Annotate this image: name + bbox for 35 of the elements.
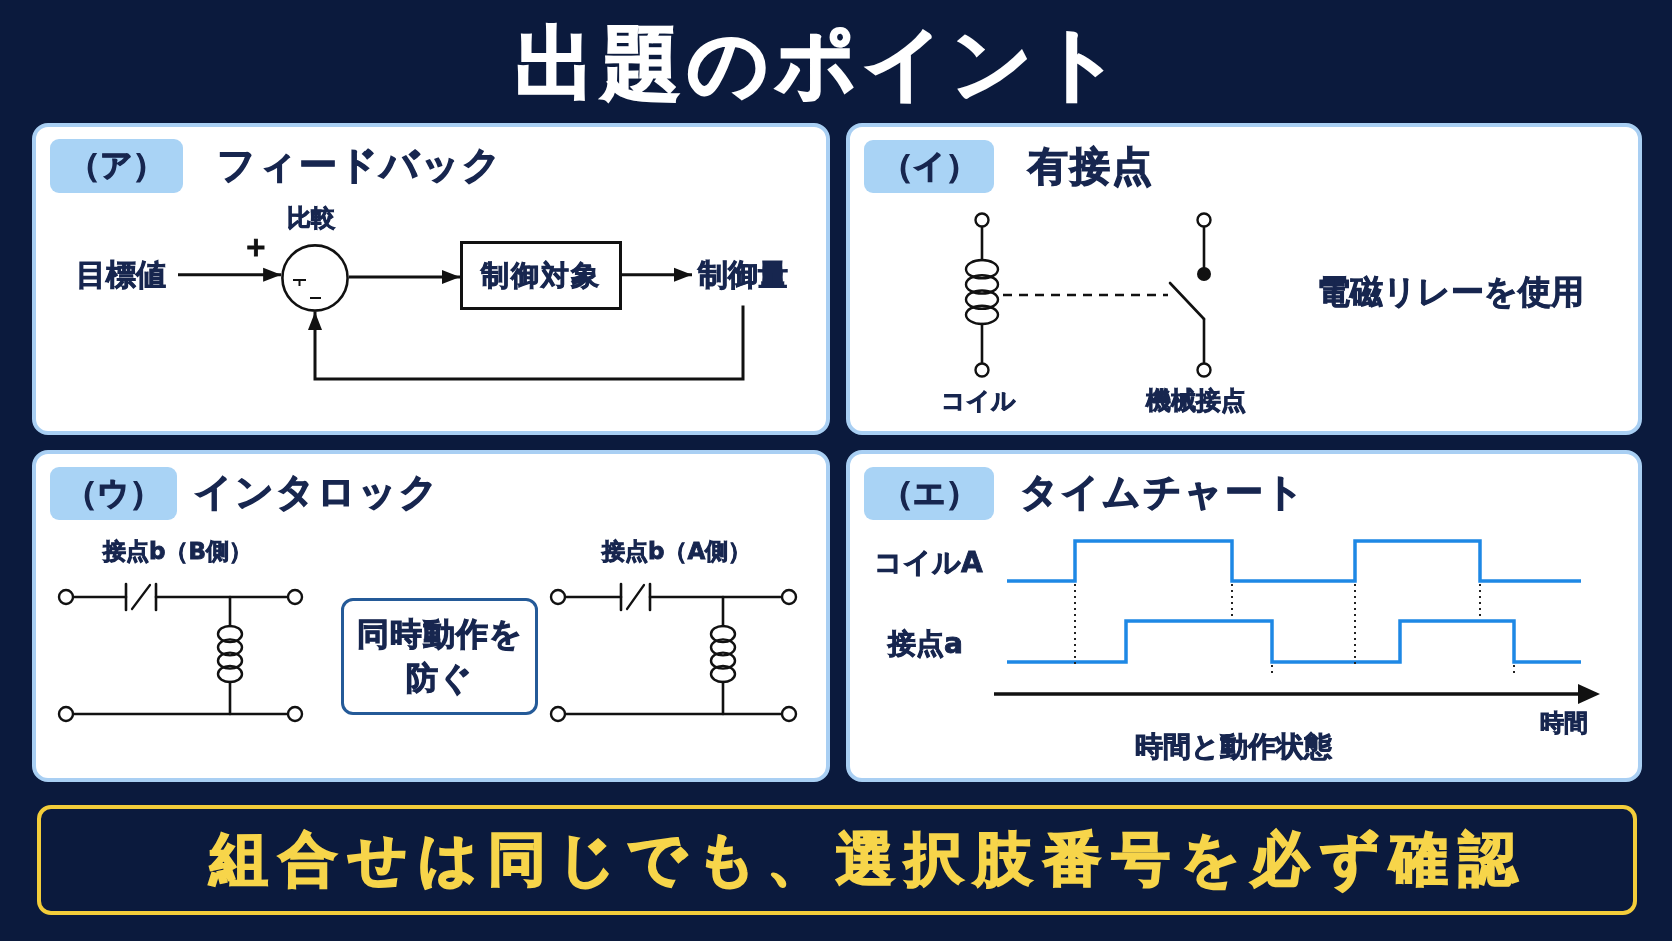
signal-label: 制御量 xyxy=(698,256,788,294)
label-tag: （イ） xyxy=(864,140,994,193)
arrow xyxy=(178,267,282,282)
page-title: 出題のポイント xyxy=(515,16,1127,112)
arrow xyxy=(622,267,692,282)
note-box: 同時動作を防ぐ xyxy=(341,598,538,715)
panel-card xyxy=(846,123,1642,435)
contact-label: 接点b（A側） xyxy=(602,536,752,566)
summing-circle xyxy=(281,244,349,312)
axis-label: 時間 xyxy=(1540,708,1588,738)
banner-box: 組合せは同じでも、選択肢番号を必ず確認 xyxy=(37,805,1637,915)
contact-label: 接点b（B側） xyxy=(103,536,252,566)
caption-label: コイル xyxy=(940,386,1016,416)
panel-card xyxy=(846,450,1642,782)
signal-label: 接点a xyxy=(888,625,963,661)
sign-label: + xyxy=(245,230,267,264)
panel-heading: フィードバック xyxy=(217,142,503,190)
chart-caption: 時間と動作状態 xyxy=(1134,728,1332,764)
panel-heading: 有接点 xyxy=(1028,142,1154,191)
label-tag: （ア） xyxy=(50,139,183,193)
label-tag: （ウ） xyxy=(50,467,177,520)
panel-card xyxy=(32,450,830,782)
signal-label: 目標値 xyxy=(76,256,166,294)
panel-heading: インタロック xyxy=(194,469,440,517)
label-tag: （エ） xyxy=(864,467,994,520)
caption-label: 比較 xyxy=(287,203,335,233)
arrow xyxy=(308,305,745,381)
arrow xyxy=(349,270,460,284)
signal-label: コイルA xyxy=(874,544,983,580)
dashed-line xyxy=(1003,293,1168,297)
process-box: 制御対象 xyxy=(460,241,622,310)
caption-label: 機械接点 xyxy=(1146,385,1246,417)
panel-card xyxy=(32,123,830,435)
panel-heading: タイムチャート xyxy=(1020,469,1306,517)
note-text: 電磁リレーを使用 xyxy=(1317,271,1584,313)
